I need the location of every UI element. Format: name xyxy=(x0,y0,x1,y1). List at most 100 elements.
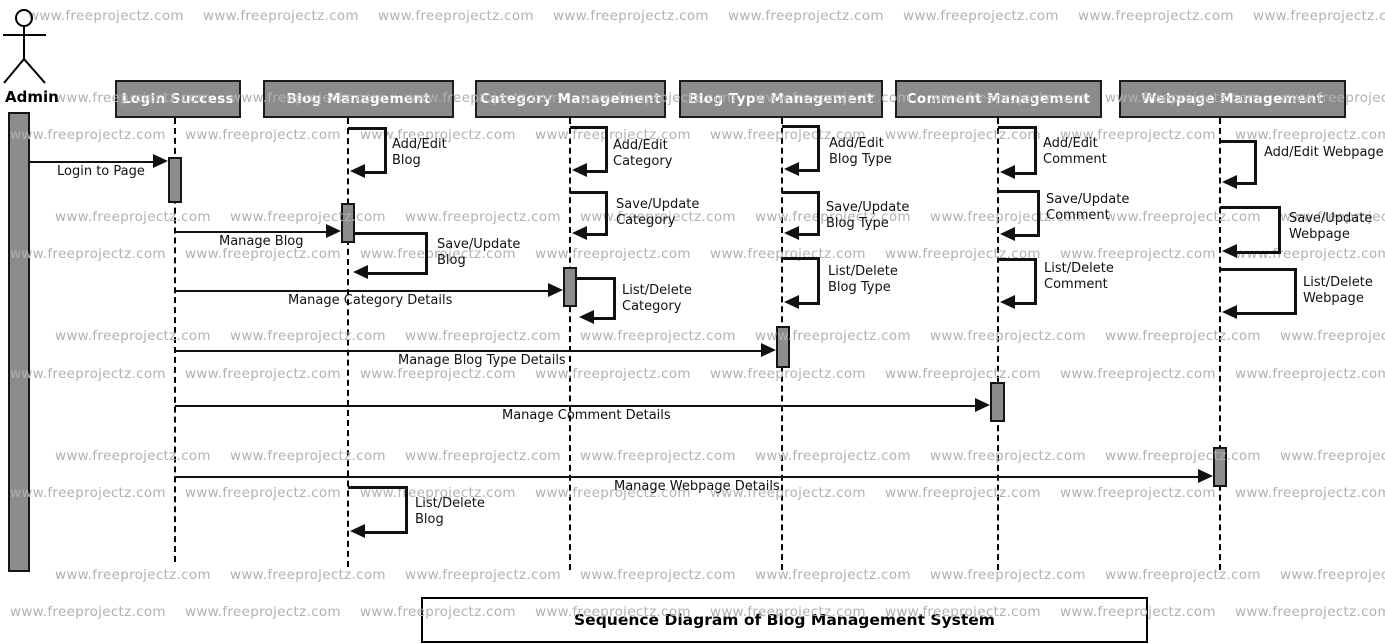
self-message-right-line xyxy=(817,125,820,172)
self-message-bottom-line xyxy=(1235,182,1257,185)
self-message-arrowhead xyxy=(1000,227,1015,241)
self-message-bottom-line xyxy=(1013,172,1037,175)
self-message-arrowhead xyxy=(1222,305,1237,319)
self-message-right-line xyxy=(1034,126,1037,175)
self-message-top-line xyxy=(570,126,608,129)
self-message-top-line xyxy=(1220,140,1257,143)
self-message-top-line xyxy=(998,258,1037,261)
self-message-arrowhead xyxy=(784,162,799,176)
lifeline-header-box: Webpage Management xyxy=(1119,80,1346,118)
actor-icon xyxy=(0,4,52,90)
message-arrowhead xyxy=(1198,469,1213,483)
self-message-bottom-line xyxy=(1013,302,1037,305)
lifeline-dashed-line xyxy=(997,118,999,570)
comment-activation xyxy=(990,382,1005,422)
self-message-top-line xyxy=(782,257,820,260)
lifeline-dashed-line xyxy=(174,118,176,562)
self-message-bottom-line xyxy=(797,302,820,305)
self-message-bottom-line xyxy=(366,272,428,275)
self-message-top-line xyxy=(355,232,428,235)
self-message-right-line xyxy=(1294,268,1297,315)
self-message-right-line xyxy=(1037,190,1040,237)
self-message-arrowhead xyxy=(350,164,365,178)
self-message-arrowhead xyxy=(784,226,799,240)
self-message-top-line xyxy=(782,191,820,194)
self-message-top-line xyxy=(577,277,616,280)
self-message-arrowhead xyxy=(350,524,365,538)
self-message-bottom-line xyxy=(585,233,608,236)
message-label: Manage Blog xyxy=(219,234,304,249)
self-message-bottom-line xyxy=(363,531,408,534)
self-message-arrowhead xyxy=(572,226,587,240)
self-message-right-line xyxy=(817,191,820,236)
login-activation xyxy=(168,157,182,203)
message-arrowhead xyxy=(975,398,990,412)
message-line xyxy=(30,161,155,163)
message-arrowhead xyxy=(761,343,776,357)
diagram-title: Sequence Diagram of Blog Management Syst… xyxy=(574,611,995,629)
self-message-arrowhead xyxy=(784,295,799,309)
self-message-right-line xyxy=(384,127,387,174)
self-message-bottom-line xyxy=(585,170,608,173)
self-message-bottom-line xyxy=(797,169,820,172)
self-message-right-line xyxy=(605,126,608,173)
self-message-top-line xyxy=(998,190,1040,193)
category-activation xyxy=(563,267,577,307)
self-message-right-line xyxy=(405,486,408,534)
self-message-arrowhead xyxy=(1000,295,1015,309)
lifeline-header-box: Blog Type Management xyxy=(679,80,883,118)
lifeline-header-box: Login Success xyxy=(115,80,241,118)
self-message-top-line xyxy=(1220,206,1281,209)
lifeline-header-box: Comment Management xyxy=(895,80,1102,118)
blog-type-activation xyxy=(776,326,790,368)
message-line xyxy=(175,231,328,233)
self-message-arrowhead xyxy=(572,163,587,177)
lifeline-dashed-line xyxy=(347,118,349,567)
lifeline-header-box: Blog Management xyxy=(263,80,454,118)
self-message-top-line xyxy=(1220,268,1297,271)
diagram-title-box: Sequence Diagram of Blog Management Syst… xyxy=(421,597,1148,643)
lifeline-dashed-line xyxy=(1219,118,1221,570)
blog-activation xyxy=(341,203,355,243)
message-line xyxy=(175,350,763,352)
message-label: Manage Category Details xyxy=(288,293,453,308)
message-label: Manage Comment Details xyxy=(502,408,671,423)
self-message-top-line xyxy=(782,125,820,128)
self-message-arrowhead xyxy=(579,310,594,324)
self-message-right-line xyxy=(1278,206,1281,254)
message-arrowhead xyxy=(153,154,168,168)
self-message-top-line xyxy=(348,486,408,489)
self-message-label: Add/Edit Webpage xyxy=(1264,145,1384,160)
message-line xyxy=(175,290,550,292)
self-message-right-line xyxy=(1254,140,1257,185)
message-line xyxy=(175,405,977,407)
self-message-right-line xyxy=(1034,258,1037,305)
admin-activation xyxy=(8,112,30,572)
message-line xyxy=(175,476,1200,478)
self-message-bottom-line xyxy=(363,171,387,174)
message-label: Login to Page xyxy=(57,164,145,179)
webpage-activation xyxy=(1213,447,1227,487)
lifeline-dashed-line xyxy=(569,118,571,570)
actor-label: Admin xyxy=(5,88,59,106)
self-message-arrowhead xyxy=(1000,165,1015,179)
self-message-top-line xyxy=(570,191,608,194)
self-message-top-line xyxy=(998,126,1037,129)
self-message-top-line xyxy=(348,127,387,130)
